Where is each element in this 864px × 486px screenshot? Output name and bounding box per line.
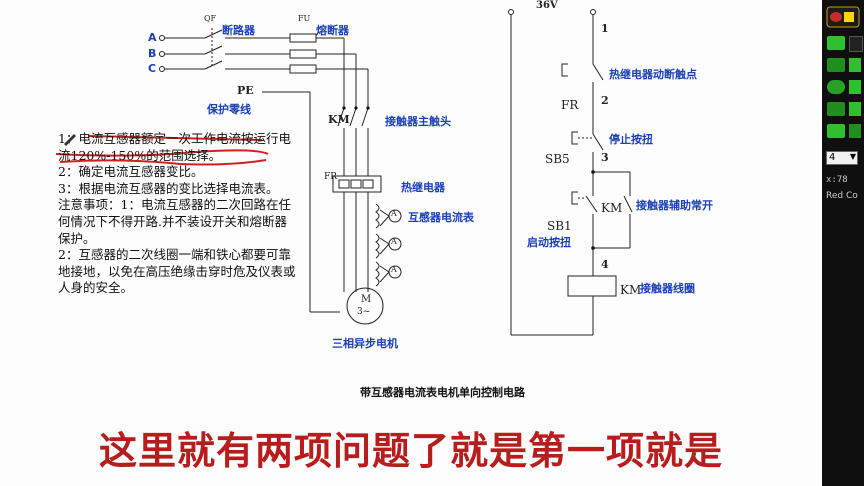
phase-label-a: A	[148, 31, 157, 44]
freehand-tool-icon[interactable]	[827, 58, 845, 72]
motor-label: 三相异步电机	[332, 337, 398, 350]
text-tool-icon[interactable]	[827, 102, 845, 116]
chevron-down-icon: ▼	[849, 152, 856, 161]
aux-contact-tag: KM	[601, 201, 623, 215]
ammeter-symbol-2: A	[391, 237, 397, 246]
eraser-tool-icon[interactable]	[849, 102, 861, 116]
sb5-tag: SB5	[545, 152, 570, 166]
arrow-tool-icon[interactable]	[849, 58, 861, 72]
qf-tag: QF	[204, 14, 217, 23]
ammeter-symbol-3: A	[391, 265, 397, 274]
node-4: 4	[601, 258, 609, 271]
line-width-select[interactable]: 4 ▼	[826, 151, 858, 165]
color-mode-label: Red Co	[826, 191, 858, 201]
motor-phase: 3~	[357, 307, 371, 317]
select-tool-icon[interactable]	[849, 36, 863, 52]
ellipse-tool-icon[interactable]	[827, 80, 845, 94]
annotation-underline	[55, 135, 269, 166]
voltage-label: 36V	[536, 0, 558, 11]
aux-contact-label: 接触器辅助常开	[636, 199, 713, 212]
note-4: 注意事项：1：电流互感器的二次回路在任何情况下不得开路.并不装设开关和熔断器保护…	[58, 197, 291, 246]
note-3: 3：根据电流互感器的变比选择电流表。	[58, 180, 279, 196]
undo-tool-icon[interactable]	[849, 124, 861, 138]
fu-tag: FU	[298, 14, 311, 23]
node-3: 3	[601, 151, 609, 164]
km-tag: KM	[328, 113, 350, 126]
node-2: 2	[601, 94, 609, 107]
pe-label: 保护零线	[207, 103, 251, 116]
coil-label: 接触器线圈	[640, 282, 695, 295]
phase-label-c: C	[148, 62, 157, 75]
sb1-tag: SB1	[547, 219, 572, 233]
circuit-diagram	[55, 9, 633, 336]
ammeter-label: 互感器电流表	[408, 211, 474, 224]
coil-tag: KM	[620, 283, 642, 297]
pen-cursor-icon	[64, 134, 76, 146]
coord-readout: x:78	[826, 175, 848, 185]
phase-label-b: B	[148, 47, 157, 60]
note-1: 1：电流互感器额定一次工作电流按运行电流120%-150%的范围选择。	[58, 131, 291, 163]
rect-tool-icon[interactable]	[849, 80, 861, 94]
start-label: 启动按扭	[527, 236, 571, 249]
notes-block: 1：电流互感器额定一次工作电流按运行电流120%-150%的范围选择。 2：确定…	[58, 131, 298, 297]
fr-tag: FR	[324, 172, 338, 182]
highlight-tool-icon[interactable]	[827, 124, 845, 138]
video-subtitle: 这里就有两项问题了就是第一项就是	[98, 429, 723, 473]
main-contact-label: 接触器主触头	[385, 115, 451, 128]
fr-contact-tag: FR	[561, 98, 579, 112]
line-width-value: 4	[829, 152, 836, 163]
ammeter-symbol-1: A	[391, 209, 397, 218]
fr-contact-label: 热继电器动断触点	[609, 68, 697, 81]
diagram-caption: 带互感器电流表电机单向控制电路	[360, 386, 525, 399]
stop-label: 停止按扭	[609, 133, 653, 146]
document-canvas: A B C QF 断路器 FU 熔断器 PE 保护零线 KM 接触器主触头 FR…	[55, 0, 723, 473]
note-5: 2：互感器的二次线圈一端和铁心都要可靠地接地，以免在高压绝缘击穿时危及仪表或人身…	[58, 247, 296, 296]
note-2: 2：确定电流互感器变比。	[58, 164, 204, 180]
motor-symbol: M	[361, 294, 372, 305]
thermal-relay-label: 热继电器	[401, 181, 445, 194]
node-1: 1	[601, 22, 609, 35]
annotation-tool-panel	[822, 0, 864, 486]
pe-tag: PE	[237, 84, 254, 97]
line-tool-icon[interactable]	[827, 36, 845, 50]
fuse-label: 熔断器	[316, 24, 349, 37]
pen-tool-icon[interactable]	[826, 6, 860, 28]
breaker-label: 断路器	[222, 24, 255, 37]
